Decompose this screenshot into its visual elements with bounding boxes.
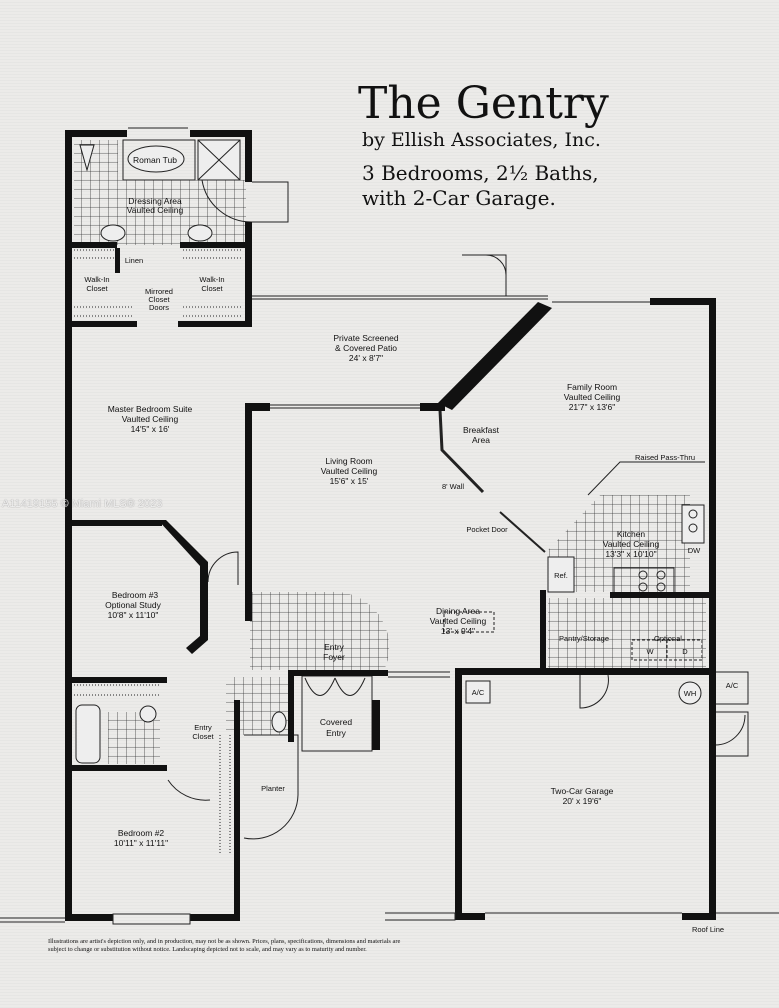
dressing-area-label: Dressing Area	[128, 196, 182, 206]
walkin-closet-left-label-2: Closet	[86, 284, 108, 293]
family-room-label: Family Room	[567, 382, 617, 392]
roof-line-label: Roof Line	[692, 925, 724, 934]
washer-label: W	[646, 647, 654, 656]
mirrored-doors-label-2: Closet	[148, 295, 170, 304]
kitchen-dimensions: 13'3" x 10'10"	[605, 549, 656, 559]
living-room-dimensions: 15'6" x 15'	[330, 476, 369, 486]
family-room-dimensions: 21'7" x 13'6"	[569, 402, 616, 412]
ac-garage-label: A/C	[472, 688, 485, 697]
walkin-closet-right-label-2: Closet	[201, 284, 223, 293]
mirrored-doors-label-3: Doors	[149, 303, 169, 312]
patio-label: Private Screened	[333, 333, 398, 343]
bedroom-3-study-label: Optional Study	[105, 600, 162, 610]
covered-entry-label: Covered	[320, 717, 352, 727]
master-bedroom-ceiling: Vaulted Ceiling	[122, 414, 179, 424]
mirrored-doors-label: Mirrored	[145, 287, 173, 296]
breakfast-area-label: Breakfast	[463, 425, 500, 435]
entry-foyer-label-2: Foyer	[323, 652, 345, 662]
dining-area-ceiling: Vaulted Ceiling	[430, 616, 487, 626]
dining-area-label: Dining Area	[436, 606, 480, 616]
mls-watermark: A11419155 © Miami MLS® 2023	[2, 498, 163, 510]
breakfast-area-label-2: Area	[472, 435, 490, 445]
windows-and-lines	[0, 127, 779, 925]
living-room-label: Living Room	[325, 456, 372, 466]
dishwasher-label: DW	[688, 546, 701, 555]
bedroom-3-dimensions: 10'8" x 11'10"	[108, 610, 159, 620]
family-room-ceiling: Vaulted Ceiling	[564, 392, 621, 402]
covered-entry-label-2: Entry	[326, 728, 347, 738]
refrigerator-label: Ref.	[554, 571, 568, 580]
plan-summary-line1: 3 Bedrooms, 2½ Baths,	[362, 161, 599, 185]
entry-closet-label: Entry	[194, 723, 212, 732]
master-bedroom-dimensions: 14'5" x 16'	[131, 424, 170, 434]
patio-label-2: & Covered Patio	[335, 343, 397, 353]
entry-foyer-label: Entry	[324, 642, 345, 652]
tile-areas	[74, 140, 706, 764]
ac-exterior-label: A/C	[726, 681, 739, 690]
pocket-door-label: Pocket Door	[466, 525, 508, 534]
dining-area-dimensions: 13' x 9'4"	[441, 626, 475, 636]
dryer-label: D	[682, 647, 688, 656]
dressing-area-ceiling: Vaulted Ceiling	[127, 205, 184, 215]
bedroom-2-label: Bedroom #2	[118, 828, 165, 838]
raised-pass-thru-label: Raised Pass-Thru	[635, 453, 695, 462]
plan-title: The Gentry	[358, 78, 609, 129]
master-bedroom-label: Master Bedroom Suite	[108, 404, 193, 414]
patio-dimensions: 24' x 8'7"	[349, 353, 383, 363]
pantry-label: Pantry/Storage	[559, 634, 609, 643]
entry-closet-label-2: Closet	[192, 732, 214, 741]
plan-subtitle: by Ellish Associates, Inc.	[362, 129, 601, 151]
bedroom-2-dimensions: 10'11" x 11'11"	[114, 838, 168, 848]
walls	[65, 130, 716, 921]
walkin-closet-left-label: Walk-In	[84, 275, 109, 284]
linen-label: Linen	[125, 256, 143, 265]
optional-label: Optional	[654, 634, 682, 643]
bedroom-3-label: Bedroom #3	[112, 590, 159, 600]
garage-dimensions: 20' x 19'6"	[563, 796, 602, 806]
kitchen-ceiling: Vaulted Ceiling	[603, 539, 660, 549]
plan-summary-line2: with 2-Car Garage.	[362, 186, 556, 210]
roman-tub-label: Roman Tub	[133, 155, 177, 165]
room-labels: Roman Tub Dressing Area Vaulted Ceiling …	[84, 155, 738, 934]
disclaimer-text: Illustrations are artist's depiction onl…	[48, 938, 401, 953]
eight-foot-wall-label: 8' Wall	[442, 482, 464, 491]
planter-label: Planter	[261, 784, 285, 793]
garage-label: Two-Car Garage	[551, 786, 614, 796]
fixtures	[74, 139, 749, 855]
kitchen-label: Kitchen	[617, 529, 646, 539]
walkin-closet-right-label: Walk-In	[199, 275, 224, 284]
water-heater-label: WH	[684, 689, 697, 698]
living-room-ceiling: Vaulted Ceiling	[321, 466, 378, 476]
